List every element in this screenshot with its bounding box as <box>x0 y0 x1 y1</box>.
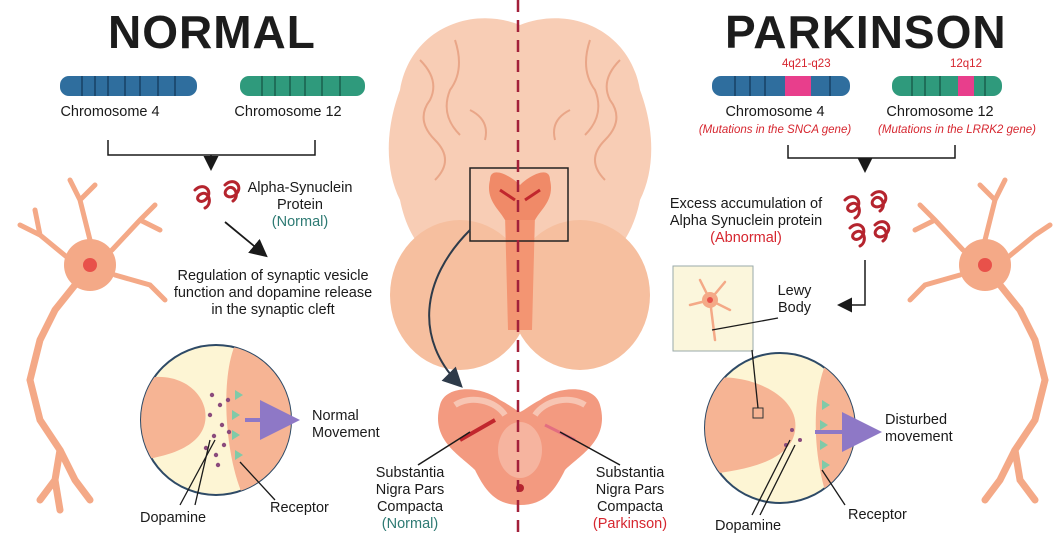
normal-title: NORMAL <box>108 5 316 59</box>
parkinson-chromosome-12 <box>892 76 1002 96</box>
parkinson-chromosome-4-label: Chromosome 4 <box>720 104 830 121</box>
normal-chromosome-4-label: Chromosome 4 <box>60 104 160 121</box>
normal-regulation-text: Regulation of synaptic vesicle function … <box>168 268 378 319</box>
accumulation-state: (Abnormal) <box>666 230 826 247</box>
brain-illustration <box>389 18 652 370</box>
midbrain-cross-section <box>438 389 602 505</box>
parkinson-dopamine-label: Dopamine <box>715 518 781 535</box>
normal-chromosome-12-label: Chromosome 12 <box>233 104 343 121</box>
normal-synapse-zoom <box>140 345 300 500</box>
parkinson-chromosome-12-label: Chromosome 12 <box>885 104 995 121</box>
protein-name: Alpha-Synuclein Protein <box>245 180 355 214</box>
protein-state: (Normal) <box>245 214 355 231</box>
lewy-body-panel <box>673 266 753 351</box>
normal-dopamine-label: Dopamine <box>140 510 206 527</box>
parkinson-title: PARKINSON <box>725 5 1007 59</box>
parkinson-protein-icon <box>845 192 889 246</box>
band-4q21-label: 4q21-q23 <box>782 58 831 70</box>
normal-chromosome-4 <box>60 76 197 96</box>
lrrk2-mutation-label: (Mutations in the LRRK2 gene) <box>866 124 1048 136</box>
parkinson-chromosome-4 <box>712 76 850 96</box>
snca-mutation-label: (Mutations in the SNCA gene) <box>685 124 865 136</box>
band-12q12-label: 12q12 <box>950 58 982 70</box>
normal-protein-label: Alpha-Synuclein Protein (Normal) <box>245 180 355 231</box>
sn-parkinson-state: (Parkinson) <box>580 516 680 533</box>
normal-protein-icon <box>195 182 239 208</box>
sn-parkinson-text: Substantia Nigra Pars Compacta <box>584 465 676 516</box>
parkinson-synapse-zoom <box>700 353 870 505</box>
normal-neuron <box>20 180 165 510</box>
sn-parkinson-label: Substantia Nigra Pars Compacta (Parkinso… <box>580 465 680 533</box>
sn-normal-state: (Normal) <box>360 516 460 533</box>
sn-normal-text: Substantia Nigra Pars Compacta <box>364 465 456 516</box>
normal-movement-label: Normal Movement <box>312 408 374 442</box>
accumulation-text: Excess accumulation of Alpha Synuclein p… <box>666 196 826 230</box>
normal-chromosome-12 <box>240 76 365 96</box>
sn-normal-label: Substantia Nigra Pars Compacta (Normal) <box>360 465 460 533</box>
lewy-body-label: Lewy Body <box>772 283 817 317</box>
normal-receptor-label: Receptor <box>270 500 329 517</box>
accumulation-label: Excess accumulation of Alpha Synuclein p… <box>666 196 826 247</box>
parkinson-receptor-label: Receptor <box>848 507 907 524</box>
parkinson-neuron <box>910 180 1050 500</box>
disturbed-movement-label: Disturbed movement <box>885 412 975 446</box>
